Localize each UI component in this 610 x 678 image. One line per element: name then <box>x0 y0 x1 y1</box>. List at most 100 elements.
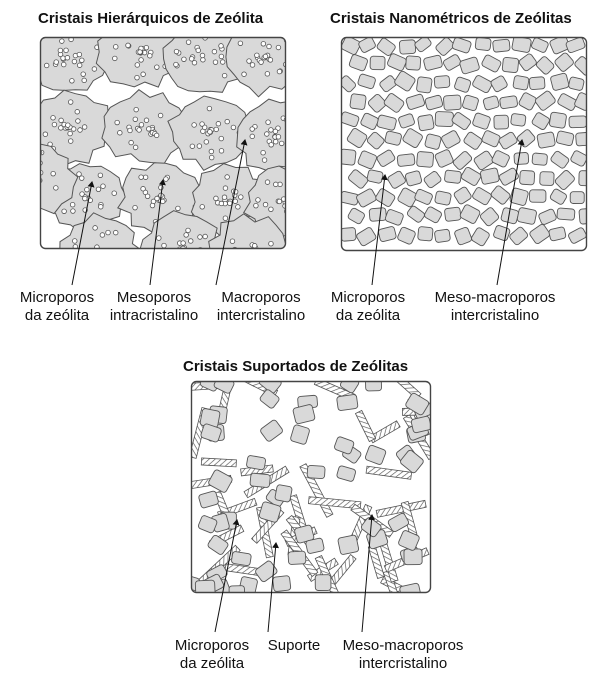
nano-crystal <box>349 93 367 110</box>
micropore <box>241 71 247 77</box>
micropore <box>185 39 192 45</box>
nano-crystal <box>548 226 567 242</box>
micropore <box>260 41 267 47</box>
nano-crystal <box>510 113 527 127</box>
nano-crystal <box>493 114 509 130</box>
supported-crystal <box>200 423 222 443</box>
micropore <box>181 56 187 62</box>
micropore <box>213 195 219 202</box>
supported-crystal <box>306 465 326 480</box>
micropore <box>42 131 49 137</box>
nano-crystal <box>535 56 555 75</box>
arrow-microporos-3 <box>214 519 240 633</box>
micropore <box>71 58 78 65</box>
supported-crystal <box>305 537 325 554</box>
supported-crystal <box>410 415 430 434</box>
supported-crystal <box>292 404 316 425</box>
micropore <box>68 38 74 43</box>
nano-crystal <box>342 111 360 128</box>
nano-crystal <box>538 208 557 225</box>
micropore <box>138 57 144 63</box>
nano-crystal <box>473 150 494 171</box>
micropore <box>113 44 119 50</box>
micropore <box>209 154 215 161</box>
zeolite-crystal <box>205 213 285 248</box>
micropore <box>222 215 229 221</box>
micropore <box>221 194 228 200</box>
arrow-meso-macroporos-3 <box>361 514 376 633</box>
micropore <box>221 72 228 79</box>
nano-crystal <box>471 227 490 247</box>
micropore <box>185 227 191 234</box>
micropore <box>261 157 268 163</box>
nano-crystal <box>531 112 550 130</box>
nano-crystal <box>568 115 586 129</box>
nano-crystal <box>377 226 397 242</box>
micropore <box>224 118 230 125</box>
micropore <box>212 59 219 65</box>
micropore <box>273 181 279 188</box>
nano-crystal <box>356 188 377 208</box>
nano-crystal <box>434 228 451 243</box>
nano-crystal <box>528 76 546 90</box>
micropore <box>138 174 144 180</box>
nano-crystal <box>396 153 416 167</box>
micropore <box>143 117 150 123</box>
supported-crystal <box>249 472 271 488</box>
nano-crystal <box>516 207 537 225</box>
supported-crystal <box>314 574 332 591</box>
nano-crystal <box>416 76 433 94</box>
nano-crystal <box>536 131 556 149</box>
zeolite-crystal <box>139 210 221 248</box>
micropore <box>283 116 285 123</box>
nano-crystal <box>472 75 493 94</box>
supported-crystal <box>231 551 252 567</box>
micropore <box>229 238 236 244</box>
micropore <box>144 193 151 200</box>
micropore <box>58 117 64 124</box>
supported-crystal <box>197 515 218 534</box>
supported-crystal <box>337 534 360 555</box>
supported-crystal <box>339 382 360 394</box>
nano-crystal <box>569 191 585 205</box>
nano-crystal <box>384 209 404 226</box>
micropore <box>57 47 64 54</box>
micropore <box>237 40 244 46</box>
micropore <box>72 238 78 244</box>
nano-crystal <box>424 133 442 150</box>
micropore <box>50 115 56 121</box>
micropore <box>140 71 146 77</box>
micropore <box>249 62 256 68</box>
nano-crystal <box>404 170 423 187</box>
nano-crystal <box>435 38 455 56</box>
micropore <box>59 38 65 44</box>
nano-crystal <box>423 171 442 189</box>
supported-crystal <box>334 436 355 455</box>
micropore <box>238 194 244 200</box>
nano-crystal <box>574 92 586 111</box>
micropore <box>153 132 160 139</box>
supported-crystal <box>213 382 235 394</box>
supported-crystal <box>198 490 219 509</box>
nano-crystal <box>376 149 396 167</box>
zeolite-crystal <box>59 212 145 248</box>
nano-crystal <box>472 112 491 130</box>
micropore <box>272 128 279 135</box>
micropore <box>65 122 71 128</box>
supported-crystal <box>399 582 421 592</box>
nano-crystal <box>463 131 483 150</box>
nano-crystal <box>384 130 402 146</box>
nano-crystal <box>499 95 518 110</box>
micropore <box>100 183 106 189</box>
nano-crystal <box>451 112 472 130</box>
micropore <box>61 61 67 68</box>
micropore <box>218 43 224 49</box>
support-bar <box>354 409 377 443</box>
nano-crystal <box>574 56 586 76</box>
supported-crystal <box>228 585 246 592</box>
nano-crystal <box>531 38 549 53</box>
nano-crystal <box>434 190 452 206</box>
micropore <box>81 77 87 84</box>
nano-crystal <box>511 38 532 53</box>
nano-crystal <box>452 151 473 170</box>
